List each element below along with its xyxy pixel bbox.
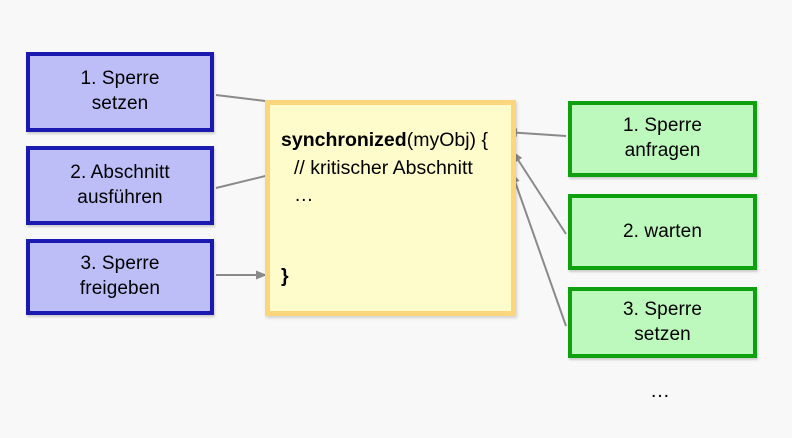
- step-box-section-execute-line2: ausführen: [77, 186, 163, 208]
- code-argument-myobj: (myObj) {: [406, 129, 488, 151]
- step-box-lock-set[interactable]: 1. Sperre setzen: [26, 52, 214, 132]
- code-line-ellipsis: …: [294, 184, 314, 207]
- jvm-box-lock-set[interactable]: 3. Sperre setzen: [568, 287, 757, 358]
- code-line-comment: // kritischer Abschnitt: [294, 156, 473, 179]
- jvm-box-lock-request[interactable]: 1. Sperre anfragen: [568, 101, 757, 177]
- step-box-section-execute[interactable]: 2. Abschnitt ausführen: [26, 146, 214, 225]
- code-keyword-synchronized: synchronized: [281, 129, 407, 151]
- code-block-synchronized: synchronized(myObj) { // kritischer Absc…: [265, 100, 516, 316]
- jvm-box-lock-set-line1: 3. Sperre: [622, 298, 703, 320]
- jvm-box-lock-set-line2: setzen: [634, 323, 691, 345]
- step-box-lock-release-line2: freigeben: [79, 278, 161, 299]
- code-line-synchronized: synchronized(myObj) {: [281, 127, 488, 155]
- jvm-box-wait[interactable]: 2. warten: [568, 194, 757, 270]
- arrow-set-lock-to-code: [511, 172, 567, 327]
- code-closing-brace: }: [281, 265, 289, 287]
- jvm-box-wait-line1: 2. warten: [622, 220, 703, 242]
- arrow-wait-to-code: [512, 151, 567, 235]
- jvm-box-lock-request-line2: anfragen: [624, 140, 701, 161]
- step-box-lock-set-line2: setzen: [91, 93, 149, 114]
- step-box-lock-release[interactable]: 3. Sperre freigeben: [26, 239, 214, 315]
- jvm-box-lock-request-line1: 1. Sperre: [622, 115, 703, 137]
- step-box-section-execute-line1: 2. Abschnitt: [70, 161, 170, 183]
- step-box-lock-set-line1: 1. Sperre: [80, 68, 160, 90]
- code-block-text: synchronized(myObj) { // kritischer Absc…: [281, 127, 488, 210]
- jvm-column-ellipsis: …: [650, 380, 671, 402]
- step-box-lock-release-line1: 3. Sperre: [80, 253, 160, 275]
